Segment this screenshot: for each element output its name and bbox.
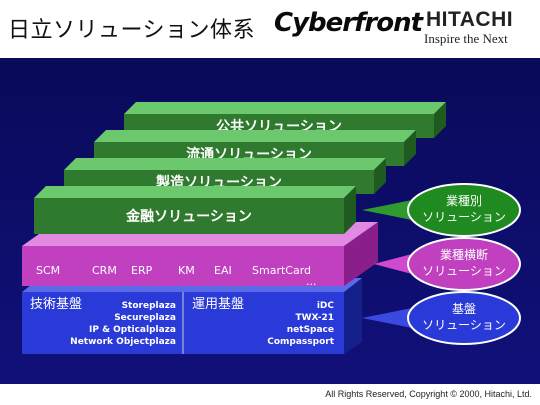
- manufacturing-layer-side: [374, 158, 386, 194]
- copyright-footer: All Rights Reserved, Copyright © 2000, H…: [325, 389, 532, 399]
- cross-item-ellipsis: ...: [306, 275, 317, 288]
- hitachi-tagline: Inspire the Next: [424, 31, 508, 46]
- tech-base-item: Network Objectplaza: [70, 337, 176, 347]
- cross-item-scm: SCM: [36, 264, 60, 277]
- finance-layer-top: [34, 186, 356, 198]
- callout-base-arrow: [362, 308, 412, 328]
- cross-layer-front: [22, 246, 344, 286]
- base-layer: 技術基盤 Storeplaza Secureplaza IP & Optical…: [22, 278, 362, 354]
- cross-item-km: KM: [178, 264, 195, 277]
- tech-base-item: Storeplaza: [122, 301, 176, 311]
- tech-base-item: Secureplaza: [114, 313, 176, 323]
- finance-layer-front: [34, 198, 344, 234]
- distribution-layer-top: [94, 130, 416, 142]
- ops-base-item: Compassport: [267, 337, 334, 347]
- cross-layer-side: [344, 222, 378, 286]
- callout-industry-arrow: [362, 200, 412, 220]
- distribution-layer-side: [404, 130, 416, 166]
- callout-base-line2: ソリューション: [422, 318, 506, 332]
- tech-base-title: 技術基盤: [30, 297, 82, 312]
- cross-item-erp: ERP: [131, 264, 153, 277]
- base-layer-side: [344, 278, 362, 354]
- callout-industry: 業種別 ソリューション: [362, 183, 521, 237]
- callout-cross: 業種横断 ソリューション: [374, 237, 521, 291]
- cross-item-smartcard: SmartCard: [252, 264, 311, 277]
- industry-layer-finance: 金融ソリューション: [34, 186, 356, 234]
- callout-base: 基盤 ソリューション: [362, 291, 521, 345]
- base-layer-front-left: [22, 292, 182, 354]
- ops-base-item: TWX-21: [295, 313, 334, 323]
- public-layer-top: [124, 102, 446, 114]
- manufacturing-layer-top: [64, 158, 386, 170]
- tech-base-item: IP & Opticalplaza: [89, 325, 176, 335]
- callout-industry-line2: ソリューション: [422, 210, 506, 224]
- public-layer-side: [434, 102, 446, 138]
- callout-cross-line2: ソリューション: [422, 264, 506, 278]
- callout-cross-arrow: [374, 254, 412, 274]
- cross-item-eai: EAI: [214, 264, 232, 277]
- cyberfront-logo: Cyberfront: [274, 8, 423, 38]
- callout-base-line1: 基盤: [452, 302, 476, 316]
- base-layer-front-right: [184, 292, 344, 354]
- callout-base-ellipse: [407, 291, 521, 345]
- finance-solution-label: 金融ソリューション: [125, 208, 252, 225]
- callout-cross-ellipse: [407, 237, 521, 291]
- cross-item-crm: CRM: [92, 264, 117, 277]
- ops-base-title: 運用基盤: [192, 297, 244, 312]
- callout-industry-line1: 業種別: [446, 194, 482, 208]
- finance-layer-side: [344, 186, 356, 234]
- ops-base-item: iDC: [317, 301, 335, 311]
- callout-industry-ellipse: [407, 183, 521, 237]
- page-title: 日立ソリューション体系: [8, 18, 256, 43]
- hitachi-logo: HITACHI: [426, 8, 514, 31]
- ops-base-item: netSpace: [287, 325, 334, 335]
- callout-cross-line1: 業種横断: [440, 247, 488, 262]
